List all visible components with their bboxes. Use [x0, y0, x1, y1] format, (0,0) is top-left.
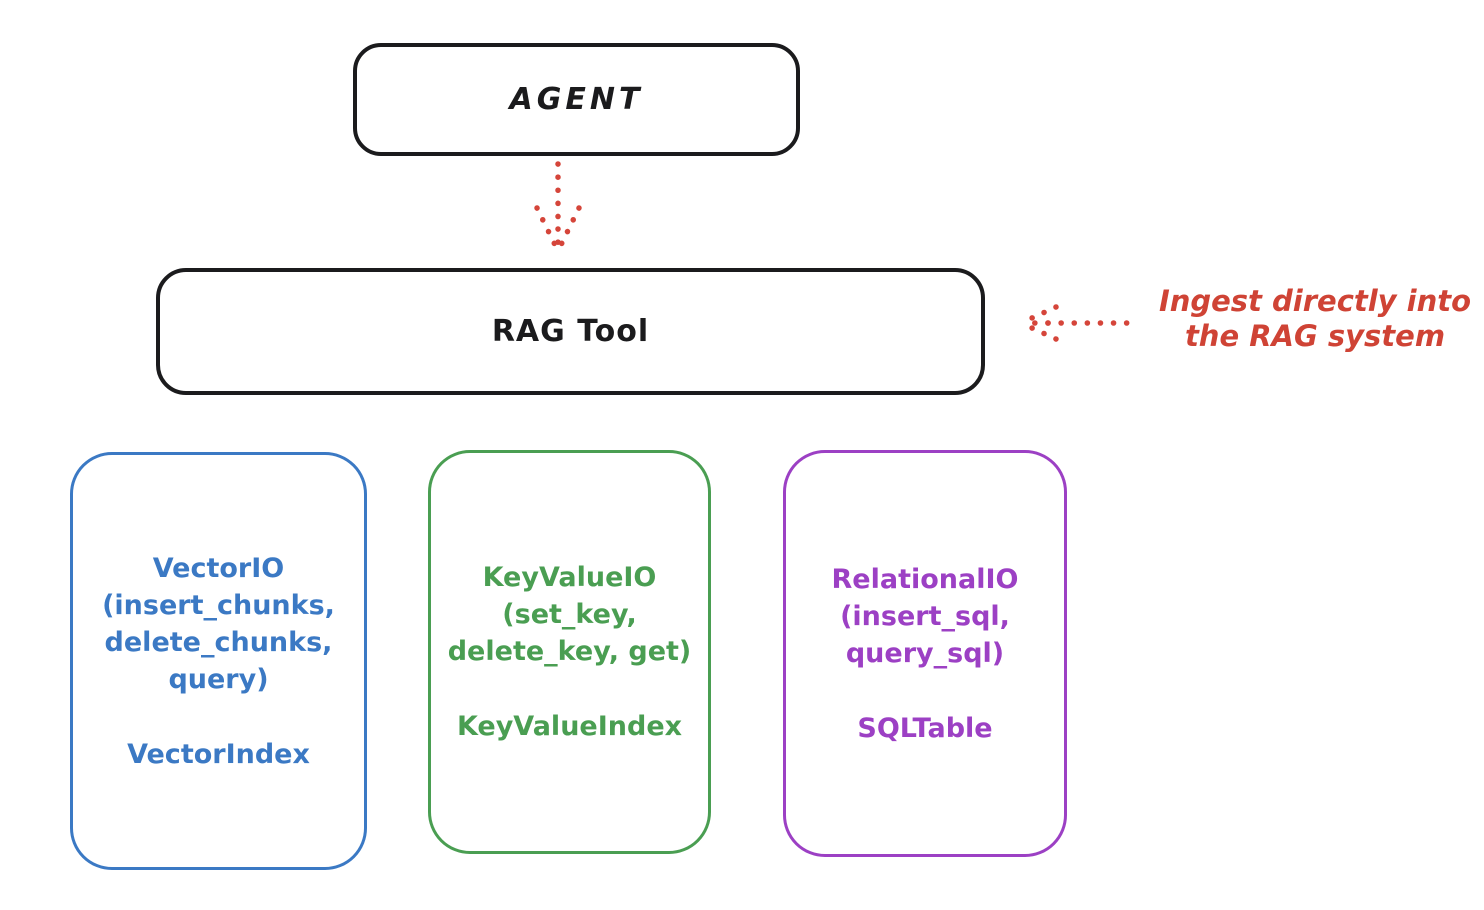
vector-io-box: VectorIO (insert_chunks, delete_chunks, …	[70, 452, 367, 870]
rag-tool-box: RAG Tool	[156, 268, 985, 395]
agent-label: AGENT	[509, 82, 644, 117]
vector-io-methods-line1: (insert_chunks,	[102, 589, 335, 621]
keyvalue-io-title: KeyValueIO	[482, 562, 657, 593]
ingest-dotted-arrow-icon	[1018, 304, 1142, 342]
keyvalue-io-methods-line1: (set_key,	[502, 599, 637, 630]
vector-index-label: VectorIndex	[127, 738, 310, 770]
ingest-annotation-line1: Ingest directly into	[1158, 284, 1472, 318]
keyvalue-io-methods-line2: delete_key, get)	[447, 636, 692, 667]
ingest-annotation-line2: the RAG system	[1184, 319, 1446, 353]
rag-tool-label: RAG Tool	[491, 314, 650, 349]
vector-io-methods-line2: delete_chunks,	[104, 626, 333, 658]
relational-io-box: RelationalIO (insert_sql, query_sql) SQL…	[783, 450, 1067, 857]
ingest-annotation: Ingest directly into the RAG system	[1150, 284, 1480, 354]
vector-io-methods-line3: query)	[168, 663, 269, 695]
relational-io-title: RelationalIO	[831, 563, 1019, 595]
relational-io-methods-line2: query_sql)	[845, 637, 1005, 669]
vector-io-title: VectorIO	[152, 552, 285, 584]
keyvalue-io-box: KeyValueIO (set_key, delete_key, get) Ke…	[428, 450, 711, 854]
agent-box: AGENT	[353, 43, 800, 156]
relational-io-methods-line1: (insert_sql,	[840, 600, 1010, 632]
agent-to-rag-dotted-arrow-icon	[534, 161, 582, 258]
sql-table-label: SQLTable	[857, 712, 993, 744]
keyvalue-index-label: KeyValueIndex	[456, 711, 683, 742]
